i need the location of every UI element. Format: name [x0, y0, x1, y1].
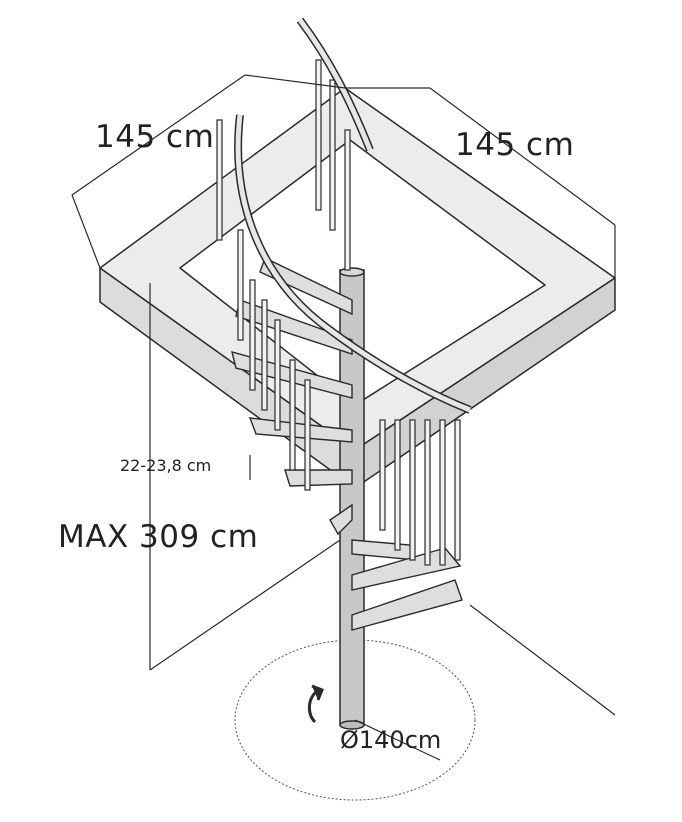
- balusters: [216, 59, 461, 566]
- max-height-dimension: MAX 309 cm: [58, 519, 259, 555]
- central-column: [339, 267, 365, 730]
- dimension-lines: [71, 74, 616, 761]
- handrail: [234, 17, 472, 414]
- footprint-circle: [234, 639, 476, 801]
- counterclockwise-arrow-icon: [307, 684, 324, 724]
- width-left-dimension: 145 cm: [95, 119, 215, 155]
- diameter-dimension: Ø140cm: [340, 726, 442, 754]
- width-right-dimension: 145 cm: [455, 127, 575, 163]
- step-rise-dimension: 22-23,8 cm: [120, 456, 212, 475]
